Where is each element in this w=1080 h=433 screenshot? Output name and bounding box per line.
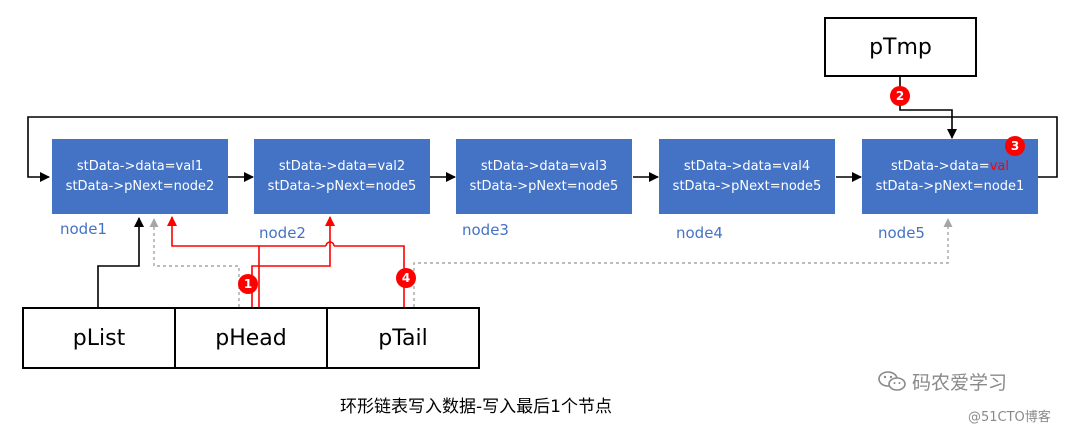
- edge-ptail-node1-red: [334, 245, 405, 307]
- edge-ptail-node5-dashed: [413, 218, 953, 307]
- step-badge-1: 1: [238, 274, 258, 294]
- node5-next: stData->pNext=node1: [875, 178, 1025, 194]
- edge-phead-node1-red: [167, 216, 260, 307]
- edge-phead-node1-dashed: [149, 218, 240, 307]
- node4-data: stData->data=val4: [683, 158, 811, 174]
- edge-node5-node1-loop: [27, 116, 1058, 182]
- watermark-primary: 码农爱学习: [912, 372, 1008, 394]
- node5-new-value: val: [989, 158, 1009, 174]
- node1-data: stData->data=val1: [76, 158, 204, 174]
- node3-next: stData->pNext=node5: [469, 178, 619, 194]
- node2-next: stData->pNext=node5: [267, 178, 417, 194]
- wechat-icon: [878, 371, 906, 391]
- node2-label: node2: [259, 224, 306, 242]
- ptail-box: pTail: [326, 307, 480, 369]
- node5-label: node5: [878, 224, 925, 242]
- node3-data: stData->data=val3: [480, 158, 608, 174]
- diagram-caption: 环形链表写入数据-写入最后1个节点: [340, 397, 612, 417]
- step-badge-2: 2: [890, 86, 910, 106]
- edge-plist-node1: [97, 217, 144, 307]
- edge-ptmp-node5: [899, 77, 957, 139]
- step-badge-3: 3: [1005, 136, 1025, 156]
- node4-label: node4: [676, 224, 723, 242]
- node4-box: stData->data=val4 stData->pNext=node5: [659, 139, 835, 214]
- phead-box: pHead: [174, 307, 328, 369]
- node1-box: stData->data=val1 stData->pNext=node2: [52, 139, 228, 214]
- node4-next: stData->pNext=node5: [672, 178, 822, 194]
- node3-box: stData->data=val3 stData->pNext=node5: [456, 139, 632, 214]
- node3-label: node3: [462, 221, 509, 239]
- node5-data: stData->data=val: [891, 158, 1009, 174]
- plist-box: pList: [22, 307, 176, 369]
- watermark-secondary: @51CTO博客: [968, 410, 1051, 425]
- step-badge-4: 4: [396, 268, 416, 288]
- node2-data: stData->data=val2: [278, 158, 406, 174]
- edge-ptail-hop: [325, 241, 335, 247]
- node1-next: stData->pNext=node2: [65, 178, 215, 194]
- node1-label: node1: [60, 220, 107, 238]
- node2-box: stData->data=val2 stData->pNext=node5: [254, 139, 430, 214]
- ptmp-box: pTmp: [824, 17, 977, 77]
